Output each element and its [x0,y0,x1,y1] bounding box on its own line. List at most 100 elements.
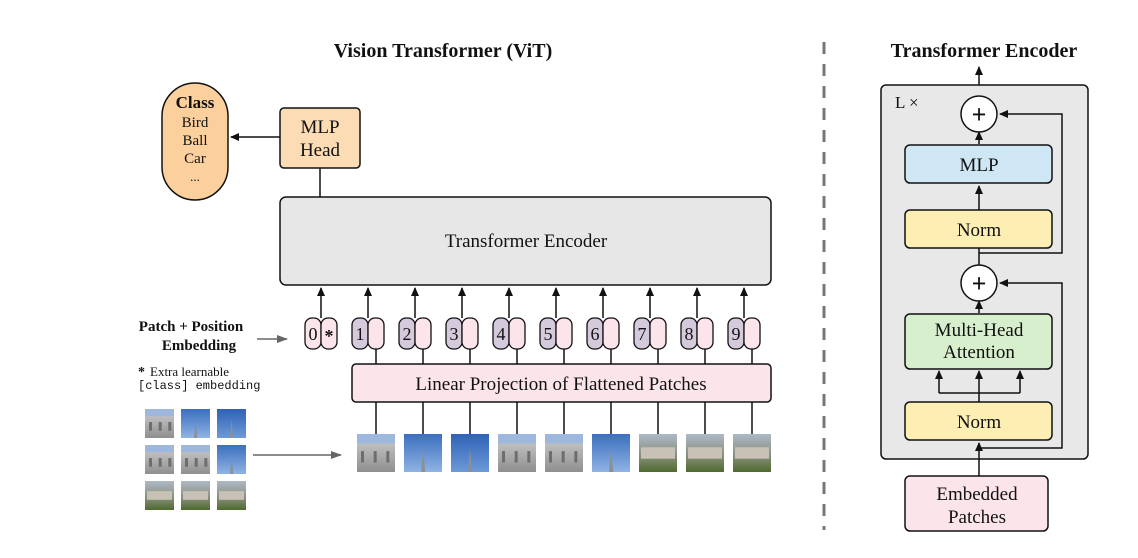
patch-window [168,458,172,467]
position-number-9: 9 [732,324,741,344]
patch-window [168,422,172,431]
grid-patch-5 [181,445,210,474]
patch-window [194,458,198,467]
position-number-7: 7 [638,324,647,344]
class-item-car: Car [184,151,206,167]
token-pair-7: 7 [633,287,667,364]
patch-spire [230,455,234,474]
encoder-title: Transformer Encoder [891,40,1078,62]
patch-facade [183,491,208,500]
patch-window [574,451,578,463]
vit-title: Vision Transformer (ViT) [334,40,553,62]
class-box-shape [161,82,229,201]
patch-embedding-7 [649,317,667,350]
token-pair-5: 5 [539,287,573,364]
patch-window [386,451,390,463]
position-number-6: 6 [591,324,600,344]
patch-window [361,451,364,463]
grid-patch-8 [181,481,210,510]
norm-upper-label: Norm [957,220,1002,241]
encoder-norm-block-lower: Norm [904,401,1053,441]
mlp-head-box: MLP Head [279,107,361,169]
patch-sky-strip [145,445,174,453]
patch-window [502,451,505,463]
attention-shape [904,313,1053,370]
patch-embedding-4 [508,317,526,350]
embedded-patches-line2: Patches [948,507,1006,528]
patch-facade [641,447,675,459]
position-number-8: 8 [685,324,694,344]
class-heading: Class [176,93,215,112]
position-number-5: 5 [544,324,553,344]
add-bottom-symbol: + [972,269,987,298]
residual-connection-bottom [979,279,1063,449]
class-item-bird: Bird [182,115,209,131]
mlp-head-line2: Head [300,140,341,161]
patch-sky-strip [545,434,583,444]
embedded-patches-shape [904,475,1049,532]
repeat-label: L × [895,93,919,112]
token-pair-2: 2 [398,287,432,364]
image-patch-3 [451,434,489,472]
add-node-bottom: + [960,264,998,302]
position-number-3: 3 [450,324,459,344]
patch-facade [735,447,769,459]
embedding-label-line2: Embedding [162,338,237,354]
token-pair-8: 8 [680,287,714,364]
extra-note-star: * [138,365,145,380]
patch-facade [219,491,244,500]
patch-embedding-6 [602,317,620,350]
vit-transformer-encoder: Transformer Encoder [279,196,772,286]
norm-upper-shape [904,209,1053,249]
patch-embedding-2 [414,317,432,350]
patch-sky-strip [498,434,536,444]
add-top-circle [960,95,998,133]
multi-head-attention-block: Multi-Head Attention [904,313,1053,370]
image-patch-5 [545,434,583,472]
patch-facade [147,491,172,500]
add-top-symbol: + [972,100,987,129]
flattened-patches [357,402,771,472]
patch-spire [609,447,614,472]
residual-connection-top [979,110,1063,254]
patch-spire [194,419,198,438]
norm-lower-label: Norm [957,412,1002,433]
image-patch-7 [639,434,677,472]
patch-window [373,451,377,463]
patch-window [561,451,565,463]
extra-note-line2: [class] embedding [138,379,260,393]
position-number-4: 4 [497,324,506,344]
grid-patch-3 [217,409,246,438]
patch-window [158,458,162,467]
patch-window [149,458,152,467]
grid-patch-7 [145,481,174,510]
patch-embedding-9 [743,317,761,350]
grid-patch-4 [145,445,174,474]
patch-embedding-8 [696,317,714,350]
image-patch-4 [498,434,536,472]
class-output-box: Class Bird Ball Car ... [161,82,229,201]
token-pair-9: 9 [727,287,761,364]
encoder-norm-block-upper: Norm [904,209,1053,249]
patch-window [527,451,531,463]
vit-encoder-shape [279,196,772,286]
attention-line1: Multi-Head [935,320,1024,341]
position-number-0: 0 [309,324,318,344]
token-pair-3: 3 [445,287,479,364]
vit-encoder-label: Transformer Encoder [445,231,608,252]
patch-window [204,458,208,467]
patch-sky-strip [145,409,174,417]
embedded-patches-box: Embedded Patches [904,475,1049,532]
linear-projection-box: Linear Projection of Flattened Patches [351,363,772,403]
add-bottom-circle [960,264,998,302]
patch-spire [230,419,234,438]
patch-window [158,422,162,431]
patch-sky-strip [181,445,210,453]
norm-lower-shape [904,401,1053,441]
class-item-ball: Ball [183,133,208,149]
position-number-1: 1 [356,324,365,344]
image-patch-8 [686,434,724,472]
mlp-head-line1: MLP [300,117,339,138]
patch-embedding-5 [555,317,573,350]
